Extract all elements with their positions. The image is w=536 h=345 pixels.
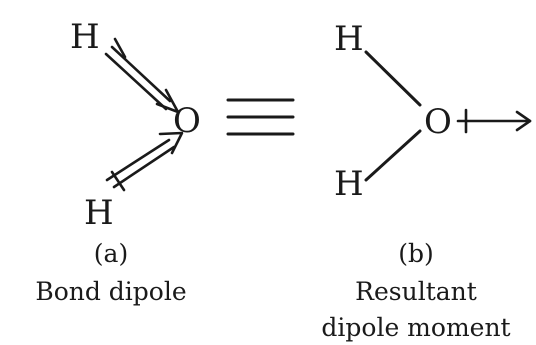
panel-a-oxygen-atom: O xyxy=(173,101,201,141)
panel-a-lower-bond-dipole-arrow xyxy=(105,131,184,192)
panel-b: H O H xyxy=(334,19,532,204)
panel-a: H O H xyxy=(70,17,201,233)
panel-b-lower-oh-bond xyxy=(364,129,422,182)
panel-a-tag: (a) xyxy=(94,239,128,268)
panel-a-caption: Bond dipole xyxy=(35,277,186,306)
panel-b-oxygen-atom: O xyxy=(424,102,452,142)
panel-a-h-top-atom: H xyxy=(70,17,100,57)
panel-b-caption-line1: Resultant xyxy=(355,277,477,306)
panel-b-caption-line2: dipole moment xyxy=(321,313,510,342)
panel-a-upper-bond-dipole-arrow xyxy=(104,37,180,114)
panel-b-h-bottom-atom: H xyxy=(334,164,364,204)
equivalence-sign xyxy=(226,98,295,136)
panel-a-h-bottom-atom: H xyxy=(84,193,114,233)
panel-b-h-top-atom: H xyxy=(334,19,364,59)
panel-b-tag: (b) xyxy=(398,239,434,268)
panel-b-upper-oh-bond xyxy=(364,50,422,107)
resultant-dipole-arrow xyxy=(456,108,532,134)
